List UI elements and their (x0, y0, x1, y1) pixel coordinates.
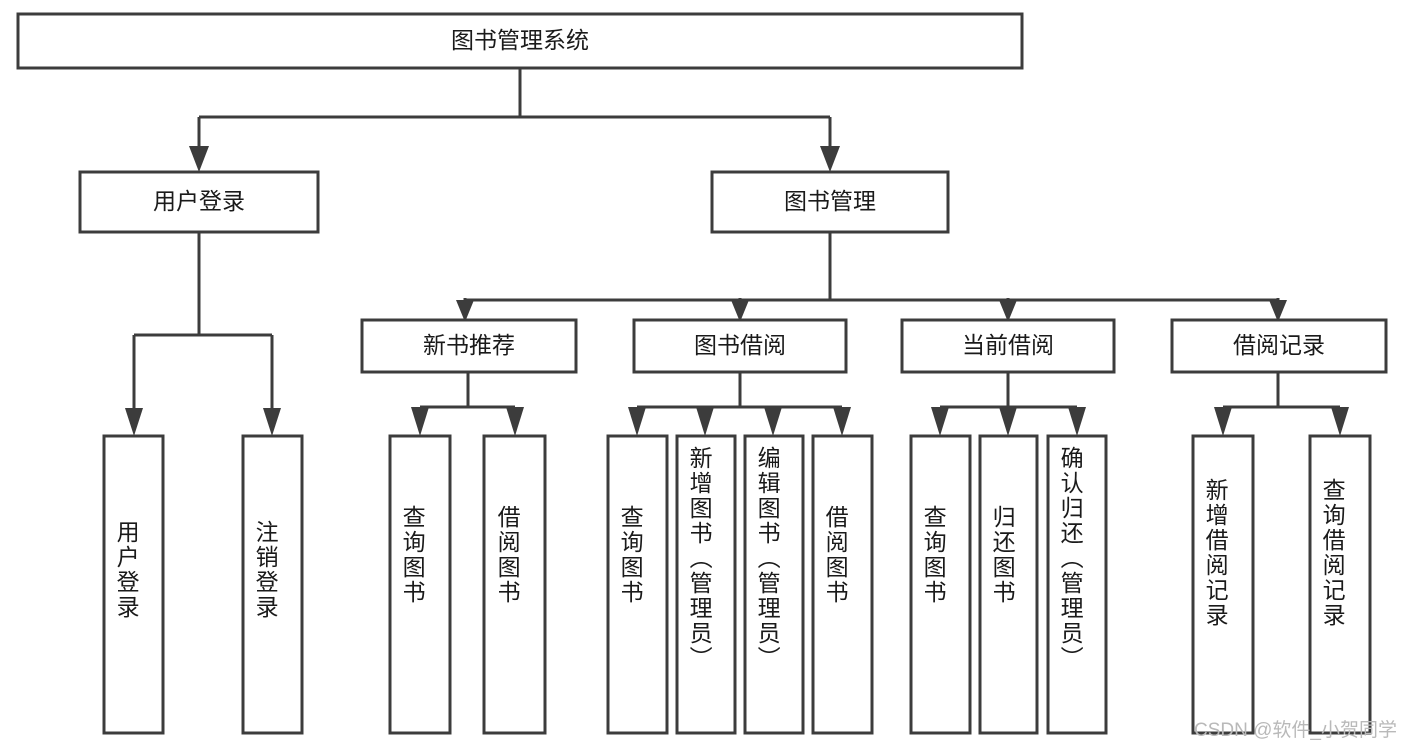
connector-bookmgmt-to-level3 (456, 232, 1287, 322)
leaf-boxes (102, 434, 1372, 735)
node-user-login-label: 用户登录 (153, 188, 245, 214)
leaf-box-add-book (675, 434, 737, 735)
leaf-box-logout (241, 434, 304, 735)
connector-newbook-to-leaves (411, 372, 524, 436)
connector-bookborrow-to-leaves (628, 372, 851, 436)
leaf-box-confirm-return (1046, 434, 1108, 735)
leaf-box-borrow-book-2 (811, 434, 874, 735)
connector-currentborrow-to-leaves (931, 372, 1086, 436)
node-book-borrow[interactable]: 图书借阅 (632, 318, 848, 374)
node-current-borrow[interactable]: 当前借阅 (900, 318, 1116, 374)
connector-root-to-level2 (189, 68, 840, 172)
node-borrow-record-label: 借阅记录 (1233, 332, 1325, 358)
node-user-login[interactable]: 用户登录 (78, 170, 320, 234)
node-current-borrow-label: 当前借阅 (962, 332, 1054, 358)
leaf-box-query-book-2 (606, 434, 669, 735)
leaf-box-borrow-book-1 (482, 434, 547, 735)
leaf-box-query-record (1308, 434, 1372, 735)
connector-borrowrecord-to-leaves (1214, 372, 1349, 436)
leaf-box-edit-book (743, 434, 805, 735)
node-book-management[interactable]: 图书管理 (710, 170, 950, 234)
node-root-label: 图书管理系统 (451, 27, 589, 53)
node-new-book-recommend[interactable]: 新书推荐 (360, 318, 578, 374)
node-borrow-record[interactable]: 借阅记录 (1170, 318, 1388, 374)
connector-userlogin-to-leaves (125, 232, 281, 436)
node-book-borrow-label: 图书借阅 (694, 332, 786, 358)
csdn-watermark: CSDN @软件_小贺同学 (1194, 720, 1397, 741)
node-root[interactable]: 图书管理系统 (16, 12, 1024, 70)
leaf-box-return-book (978, 434, 1039, 735)
node-new-book-recommend-label: 新书推荐 (423, 332, 515, 358)
leaf-box-add-record (1191, 434, 1255, 735)
leaf-box-user-login (102, 434, 165, 735)
leaf-box-query-book-1 (388, 434, 452, 735)
leaf-box-query-book-3 (909, 434, 972, 735)
node-book-management-label: 图书管理 (784, 188, 876, 214)
